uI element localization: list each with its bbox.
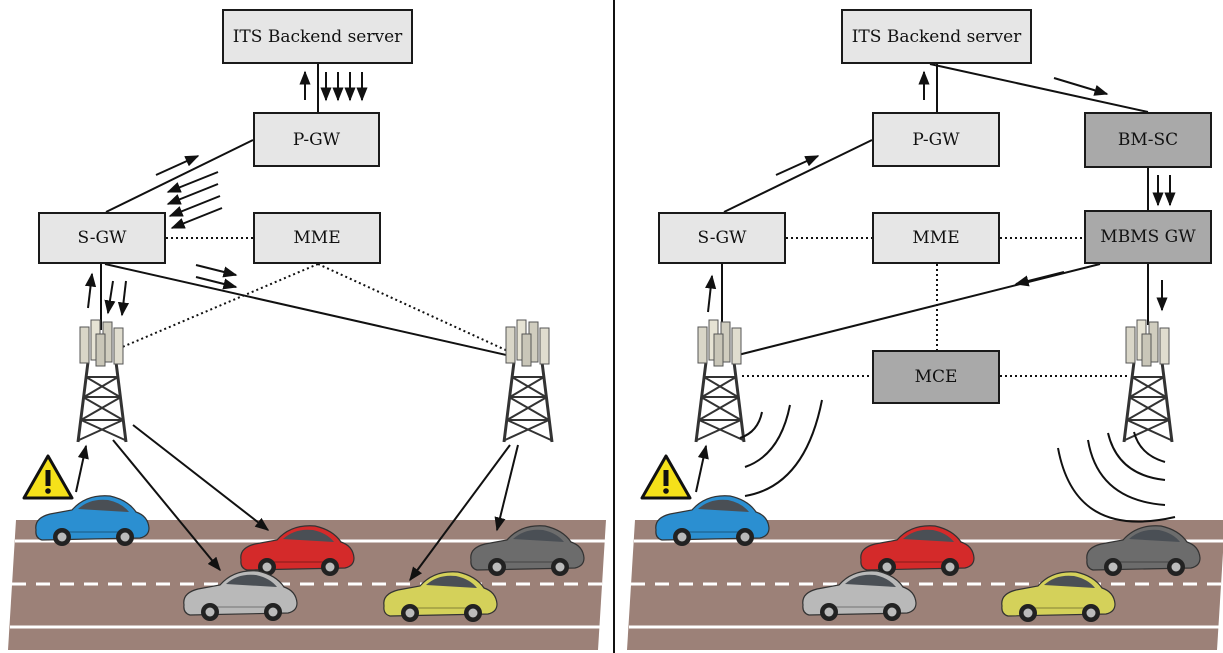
link-mbmsgw-enb <box>737 263 1101 356</box>
arrow <box>705 274 717 313</box>
radio-wave-icon <box>1133 431 1166 463</box>
arrow <box>166 183 219 205</box>
car-icon <box>35 495 150 546</box>
mbmsgw-node: MBMS GW <box>1084 210 1212 264</box>
radio-wave-icon <box>1107 432 1166 481</box>
warning-icon <box>22 454 74 500</box>
car-icon <box>383 571 498 622</box>
link-its-bmsc <box>929 63 1149 113</box>
link-pgw-sgw <box>723 139 873 213</box>
radio-wave-icon <box>744 399 823 497</box>
cell-tower-icon <box>1122 318 1174 444</box>
mme-node: MME <box>253 212 381 264</box>
sgw-node: S-GW <box>38 212 166 264</box>
cell-tower-icon <box>76 318 128 444</box>
cell-tower-icon <box>694 318 746 444</box>
cell-tower-icon <box>502 318 554 444</box>
sgw-node: S-GW <box>658 212 786 264</box>
arrow <box>195 276 238 290</box>
car-icon <box>655 495 770 546</box>
car-icon <box>1001 571 1116 622</box>
signaling-link <box>119 263 319 349</box>
radio-wave-icon <box>744 404 791 468</box>
arrow <box>75 444 89 493</box>
arrow <box>155 155 200 176</box>
road <box>627 520 1223 650</box>
car-icon <box>802 570 917 621</box>
arrow <box>195 264 238 278</box>
arrow <box>112 439 221 572</box>
arrow <box>117 280 130 317</box>
car-icon <box>240 525 355 576</box>
link-sgw-enb <box>104 263 516 358</box>
car-icon <box>1086 525 1201 576</box>
warning-icon <box>640 454 692 500</box>
arrow <box>1014 271 1065 287</box>
arrow <box>132 424 270 531</box>
link-pgw-sgw <box>105 139 254 213</box>
signaling-link <box>317 263 511 353</box>
pgw-node: P-GW <box>253 112 380 167</box>
arrow <box>170 207 223 229</box>
arrow <box>695 444 709 493</box>
bmsc-node: BM-SC <box>1084 112 1212 168</box>
arrow <box>168 195 221 217</box>
its-node: ITS Backend server <box>841 9 1032 64</box>
arrow <box>494 444 519 532</box>
its-node: ITS Backend server <box>222 9 413 64</box>
radio-wave-icon <box>1087 439 1166 506</box>
mce-node: MCE <box>872 350 1000 404</box>
mme-node: MME <box>872 212 1000 264</box>
car-icon <box>183 570 298 621</box>
arrow <box>409 444 511 582</box>
arrow <box>84 272 97 309</box>
arrow <box>166 171 219 193</box>
car-icon <box>860 525 975 576</box>
radio-wave-icon <box>1057 447 1176 523</box>
pgw-node: P-GW <box>872 112 1000 167</box>
car-icon <box>470 525 585 576</box>
arrow <box>1053 77 1109 96</box>
arrow <box>775 155 820 176</box>
radio-wave-icon <box>739 411 763 439</box>
arrow <box>104 280 116 315</box>
